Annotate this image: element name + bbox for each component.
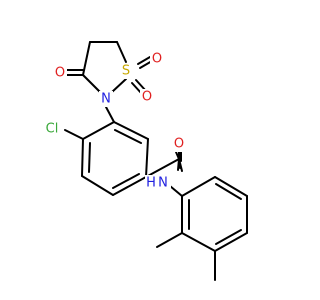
bond-c-s-ring [116, 41, 127, 63]
atom-o-sulfonyl-1: O [152, 52, 162, 67]
bond-ring2-inner-2 [215, 229, 242, 245]
atom-s: S [122, 64, 130, 79]
atom-h-amide: H [146, 176, 156, 191]
bond-ring1-inner-1 [114, 129, 142, 144]
bond-c-n-amide-3 [178, 158, 183, 172]
bond-c-cl [64, 129, 84, 140]
bond-ring2-5 [181, 232, 216, 252]
bond-ring2-1 [181, 176, 216, 197]
bond-amide-co-1 [175, 151, 180, 160]
atom-o-amide: O [174, 137, 184, 152]
atom-o-sulfonyl-2: O [142, 90, 152, 105]
atom-labels: O S O O N Cl O H N [40, 51, 186, 191]
bond-n-c-carbonyl [82, 74, 101, 93]
atom-cl: Cl [46, 122, 59, 137]
amide-carbonyl [175, 151, 180, 160]
atom-n-ring: N [101, 92, 111, 107]
bond-s-n-ring [111, 78, 127, 93]
bond-aryl-c-amide [145, 158, 180, 178]
atom-n-amide: N [158, 176, 168, 191]
bond-ring1-3 [112, 176, 147, 196]
bond-n-aryl2 [169, 185, 183, 197]
bonds [60, 41, 248, 281]
bond-ring1-4 [81, 175, 114, 196]
molecule-diagram: O S O O N Cl O H N [40, 41, 248, 281]
bond-ring1-inner-3 [88, 142, 91, 173]
bond-methyl-1 [156, 232, 183, 248]
bond-ring1-1 [113, 121, 149, 140]
bond-n-aryl [105, 106, 115, 123]
bond-ring2-inner-1 [215, 183, 242, 200]
bond-s-o-1-b [137, 56, 151, 65]
atom-o-ketone: O [55, 66, 65, 81]
bond-ring1-5 [81, 138, 84, 177]
bond-ring1-inner-2 [112, 173, 140, 189]
bond-c-c-ring-left [82, 41, 91, 76]
bond-ring2-4 [214, 232, 248, 252]
bond-ring2-2 [214, 176, 248, 197]
bond-ring1-6 [82, 121, 115, 140]
bond-ring1-2 [145, 138, 149, 178]
